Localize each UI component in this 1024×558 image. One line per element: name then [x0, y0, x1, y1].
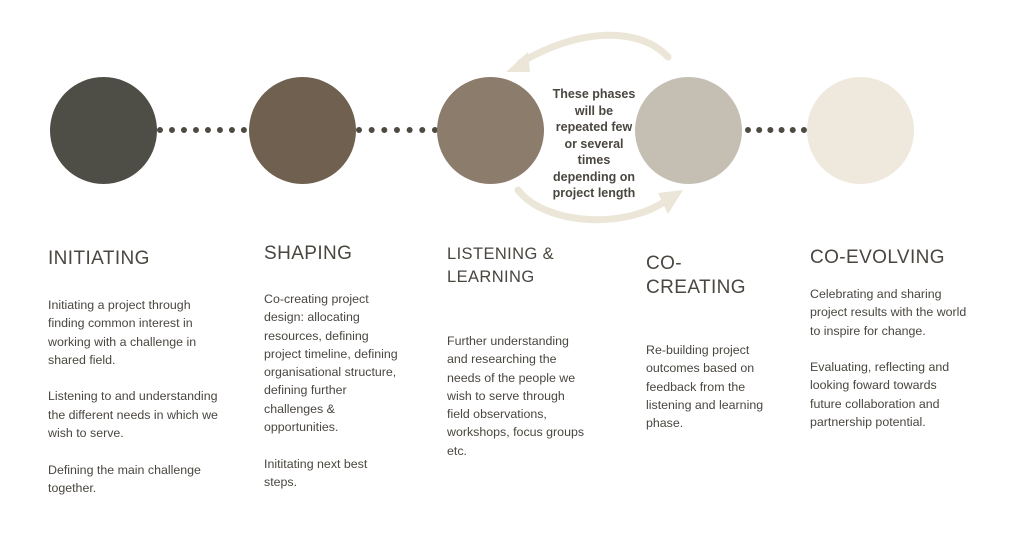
phase-title-listening-learning: LISTENING & LEARNING: [447, 245, 555, 286]
phase-paragraph: Defining the main challenge together.: [48, 462, 201, 495]
phase-title-shaping: SHAPING: [264, 243, 353, 264]
phase-desc-initiating: Initiating a project through finding com…: [48, 296, 220, 497]
phase-paragraph: Co-creating project design: allocating r…: [264, 292, 398, 435]
repeat-arrowhead-top: [506, 52, 530, 72]
phase-title-co-evolving: CO-EVOLVING: [810, 247, 945, 268]
phase-circle-initiating: [50, 77, 157, 184]
repeat-arrow-bottom: [514, 186, 671, 224]
phase-circle-co-creating: [635, 77, 742, 184]
phase-circle-shaping: [249, 77, 356, 184]
phase-paragraph: Further understanding and researching th…: [447, 334, 585, 458]
repeat-arrow-top: [516, 31, 672, 67]
connector-initiating-shaping: [157, 127, 247, 133]
phase-desc-listening-learning: Further understanding and researching th…: [447, 332, 589, 460]
phase-paragraph: Listening to and understanding the diffe…: [48, 389, 218, 441]
phase-desc-shaping: Co-creating project design: allocating r…: [264, 290, 399, 491]
phase-paragraph: Re-building project outcomes based on fe…: [646, 343, 764, 431]
phase-desc-co-evolving: Celebrating and sharing project results …: [810, 285, 970, 431]
phase-title-co-creating: CO-CREATING: [646, 253, 746, 298]
phase-circle-listening-learning: [437, 77, 544, 184]
phase-circle-co-evolving: [807, 77, 914, 184]
connector-cocreating-coevolving: [745, 127, 807, 133]
connector-shaping-listening: [356, 127, 438, 133]
repeat-note: These phases will be repeated few or sev…: [552, 87, 636, 200]
phase-paragraph: Initiating a project through finding com…: [48, 298, 197, 367]
phase-title-initiating: INITIATING: [48, 248, 150, 269]
phase-desc-co-creating: Re-building project outcomes based on fe…: [646, 341, 776, 432]
phase-paragraph: Evaluating, reflecting and looking fowar…: [810, 360, 950, 430]
repeat-arrowhead-bottom: [658, 190, 683, 214]
phase-paragraph: Inititating next best steps.: [264, 456, 368, 489]
phase-paragraph: Celebrating and sharing project results …: [810, 287, 967, 338]
